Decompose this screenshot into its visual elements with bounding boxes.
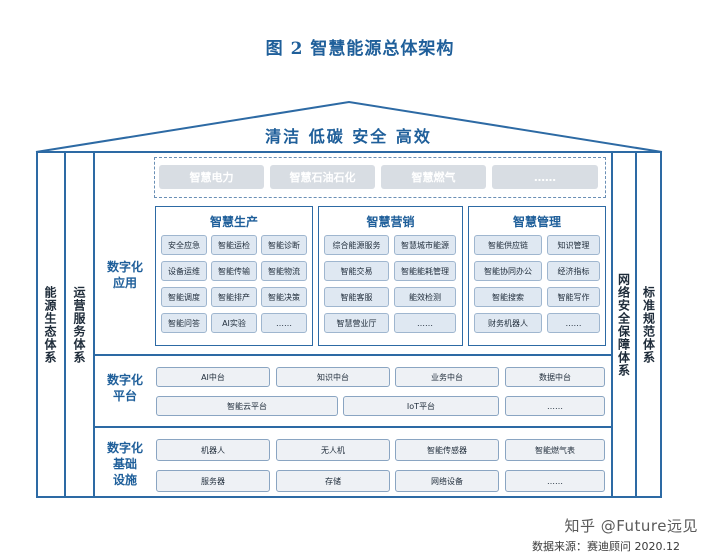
house-frame [36,151,662,498]
layer-label-platform: 数字化 平台 [106,373,143,403]
function-cell: 综合能源服务 [324,235,389,255]
group-smart-marketing: 智慧营销 综合能源服务 智慧城市能源 智能交易 智能能耗管理 智能客服 能效检测… [318,206,463,346]
function-cell: …… [394,313,456,333]
platform-box: 业务中台 [395,367,499,387]
industry-item: 智慧燃气 [381,165,486,189]
pillar-ecosystem: 能源生态体系 [37,152,66,497]
platform-box: …… [505,396,605,416]
function-cell: 智能诊断 [261,235,307,255]
function-cell: 智能搜索 [474,287,542,307]
industry-item: 智慧电力 [159,165,264,189]
industry-row [154,157,606,198]
infra-box: …… [505,470,605,492]
industry-item: 智慧石油石化 [270,165,375,189]
layer-label-application: 数字化 应用 [106,260,143,290]
function-cell: 经济指标 [547,261,600,281]
function-cell: 智慧城市能源 [394,235,456,255]
watermark: 知乎 @Future远见 [564,517,698,535]
platform-box: 数据中台 [505,367,605,387]
group-smart-management: 智慧管理 智能供应链 知识管理 智能协同办公 经济指标 智能搜索 智能写作 财务… [468,206,606,346]
group-title: 智慧生产 [209,215,258,229]
infra-box: 存储 [276,470,390,492]
function-cell: 财务机器人 [474,313,542,333]
group-title: 智慧营销 [366,215,415,229]
function-cell: 设备运维 [161,261,207,281]
industry-item: …… [492,165,598,189]
layer-divider [95,354,611,356]
infra-box: 服务器 [156,470,270,492]
group-smart-production: 智慧生产 安全应急 智能运检 智能诊断 设备运维 智能传输 智能物流 智能调度 … [155,206,313,346]
function-cell: 智能传输 [211,261,257,281]
infra-box: 智能燃气表 [505,439,605,461]
function-cell: 智能写作 [547,287,600,307]
pillar-network-security: 网络安全保障体系 [611,152,637,497]
function-cell: 能效检测 [394,287,456,307]
function-cell: 智能调度 [161,287,207,307]
function-cell: AI实验 [211,313,257,333]
group-title: 智慧管理 [512,215,561,229]
function-cell: …… [547,313,600,333]
infra-box: 网络设备 [395,470,499,492]
function-cell: 智能客服 [324,287,389,307]
function-cell: 智能物流 [261,261,307,281]
layer-label-infrastructure: 数字化 基础 设施 [106,441,143,487]
layer-divider [95,426,611,428]
pillar-standards: 标准规范体系 [641,285,656,364]
function-cell: 智能排产 [211,287,257,307]
function-cell: 智能运检 [211,235,257,255]
platform-box: IoT平台 [343,396,499,416]
platform-box: 智能云平台 [156,396,338,416]
function-cell: 知识管理 [547,235,600,255]
function-cell: …… [261,313,307,333]
function-cell: 智能协同办公 [474,261,542,281]
infra-box: 智能传感器 [395,439,499,461]
function-cell: 安全应急 [161,235,207,255]
figure-title: 图 2 智慧能源总体架构 [265,39,455,59]
function-cell: 智能交易 [324,261,389,281]
data-source: 数据来源：赛迪顾问 2020.12 [532,540,680,553]
slogan: 清洁 低碳 安全 高效 [265,127,432,146]
platform-box: AI中台 [156,367,270,387]
function-cell: 智能问答 [161,313,207,333]
function-cell: 智能供应链 [474,235,542,255]
function-cell: 智慧营业厅 [324,313,389,333]
platform-box: 知识中台 [276,367,390,387]
function-cell: 智能能耗管理 [394,261,456,281]
pillar-operations: 运营服务体系 [66,152,95,497]
function-cell: 智能决策 [261,287,307,307]
infra-box: 无人机 [276,439,390,461]
infra-box: 机器人 [156,439,270,461]
